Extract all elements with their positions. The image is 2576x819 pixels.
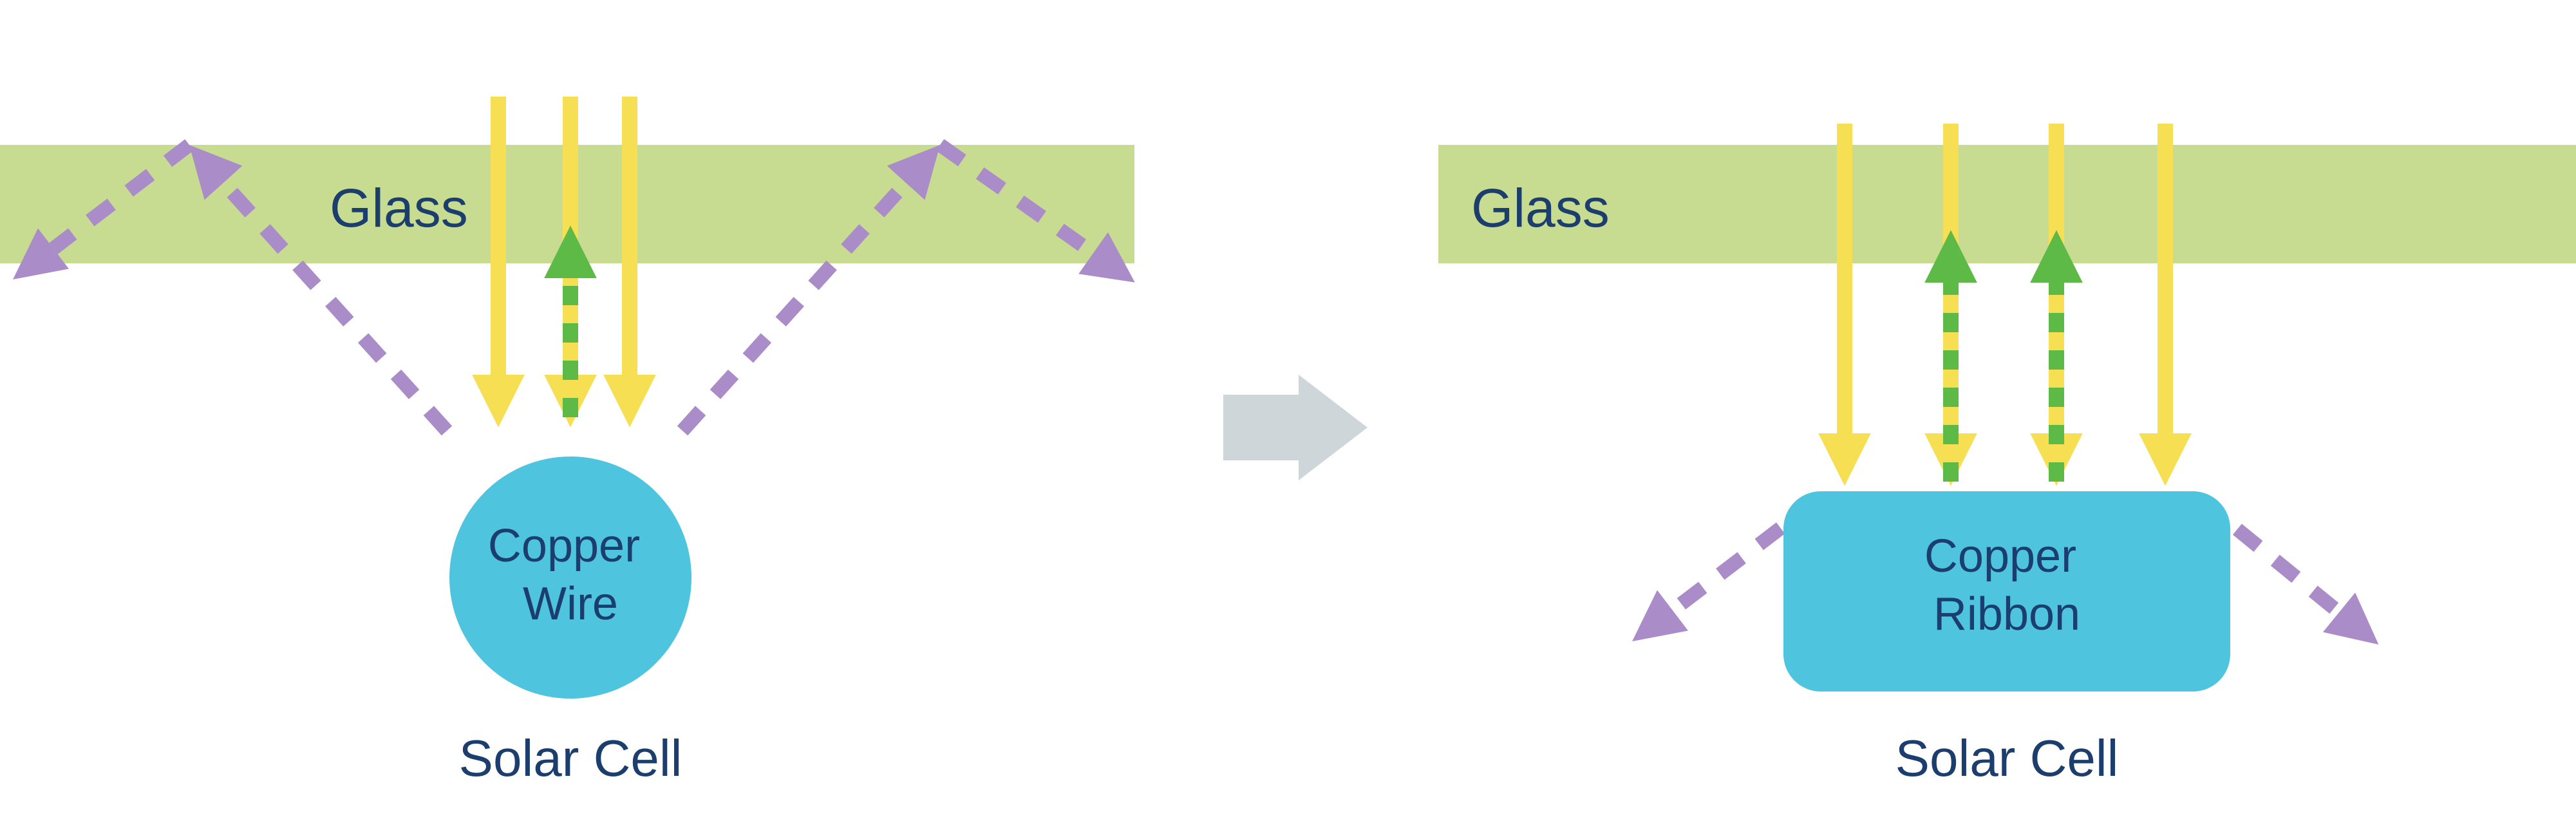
glass-label: Glass bbox=[1471, 178, 1610, 238]
scattered-light-arrow bbox=[2195, 493, 2379, 645]
copper-wire-label-line2: Wire bbox=[523, 578, 618, 630]
glass-label: Glass bbox=[330, 178, 468, 238]
right-panel: Glass Copper Ribbon Solar Cell bbox=[1438, 124, 2576, 787]
scattered-light-arrow bbox=[189, 145, 453, 436]
glass-layer bbox=[1438, 145, 2576, 263]
scattered-light-arrow bbox=[935, 139, 1135, 283]
copper-wire-label-line1: Copper bbox=[488, 520, 640, 572]
copper-wire-label: Copper Wire bbox=[488, 520, 653, 630]
solar-cell-label: Solar Cell bbox=[1895, 730, 2119, 787]
solar-cell-label: Solar Cell bbox=[459, 730, 682, 787]
left-panel: Glass Copper Wire Solar Cell bbox=[0, 97, 1135, 787]
copper-ribbon-label: Copper Ribbon bbox=[1924, 531, 2089, 640]
scattered-light-arrow bbox=[1632, 493, 1824, 642]
scattered-light-arrow bbox=[677, 145, 941, 436]
copper-ribbon-label-line1: Copper bbox=[1924, 531, 2076, 582]
copper-ribbon-label-line2: Ribbon bbox=[1933, 588, 2080, 640]
copper-wire bbox=[449, 457, 691, 699]
copper-ribbon bbox=[1783, 491, 2230, 692]
transition-arrow bbox=[1223, 375, 1368, 480]
